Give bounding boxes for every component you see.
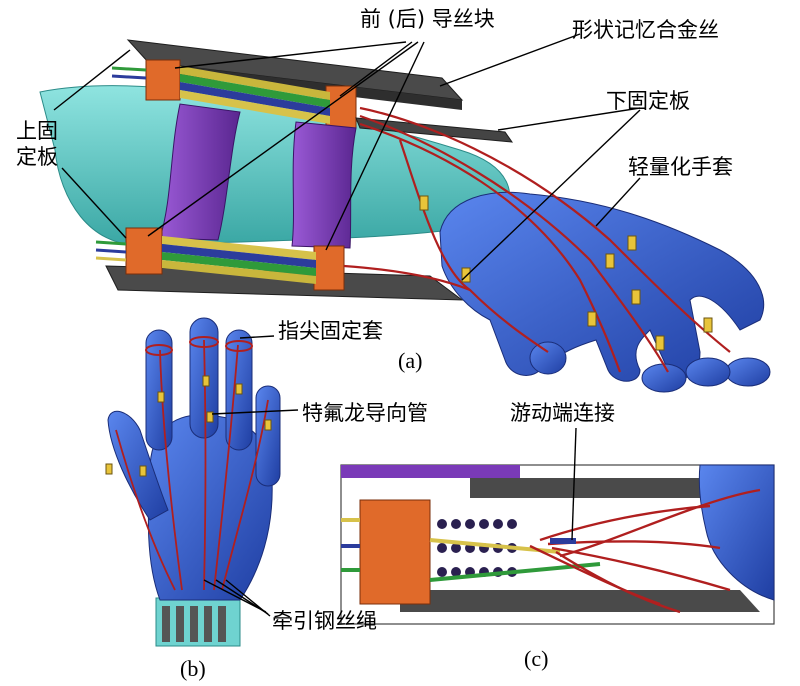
cables-b xyxy=(115,339,269,591)
teflon-tubes-b xyxy=(105,375,272,477)
rear-guide-block-upper xyxy=(325,85,357,129)
panel-b-illustration xyxy=(105,317,281,647)
label-teflon-tube: 特氟龙导向管 xyxy=(302,401,428,425)
glove-edge-c xyxy=(698,464,775,601)
front-guide-block-lower xyxy=(125,227,163,275)
label-sma-wire: 形状记忆合金丝 xyxy=(572,18,719,42)
strap-left xyxy=(159,103,241,241)
label-lower-plate: 下固定板 xyxy=(606,89,690,113)
leader-lines xyxy=(53,33,641,617)
front-guide-block-upper xyxy=(145,59,181,101)
plate-c-bottom xyxy=(400,590,760,612)
glove-palm-b xyxy=(147,414,273,601)
label-light-glove: 轻量化手套 xyxy=(628,155,733,179)
label-fingertip-sleeve: 指尖固定套 xyxy=(278,319,383,343)
traction-cables-a xyxy=(343,106,731,373)
sliding-end-connector xyxy=(550,538,576,544)
fingertip-sleeves-b xyxy=(145,336,253,356)
cables-c xyxy=(529,488,761,614)
label-upper-plate-line2: 定板 xyxy=(16,145,58,169)
strap-right xyxy=(291,121,357,249)
rear-guide-block-lower xyxy=(313,245,345,291)
label-steel-cable: 牵引钢丝绳 xyxy=(272,609,377,633)
wire-ends-left xyxy=(95,66,147,262)
label-guide-block: 前 (后) 导丝块 xyxy=(360,7,495,31)
plate-c-top xyxy=(470,478,700,498)
light-glove-hand xyxy=(439,191,771,393)
teflon-tubes-a xyxy=(419,195,713,351)
guide-block-c xyxy=(359,499,431,605)
strap-c xyxy=(341,465,520,478)
caption-b: (b) xyxy=(180,656,206,681)
label-upper-plate-line1: 上固 xyxy=(16,119,58,143)
caption-a: (a) xyxy=(398,348,422,373)
upper-wire-bundle xyxy=(180,66,330,124)
wrist-slots xyxy=(162,606,226,642)
label-sliding-end: 游动端连接 xyxy=(510,401,615,425)
caption-c: (c) xyxy=(524,646,548,671)
panel-a-illustration xyxy=(39,39,771,393)
lower-wire-bundle xyxy=(162,236,316,284)
panel-c-illustration xyxy=(340,464,775,625)
